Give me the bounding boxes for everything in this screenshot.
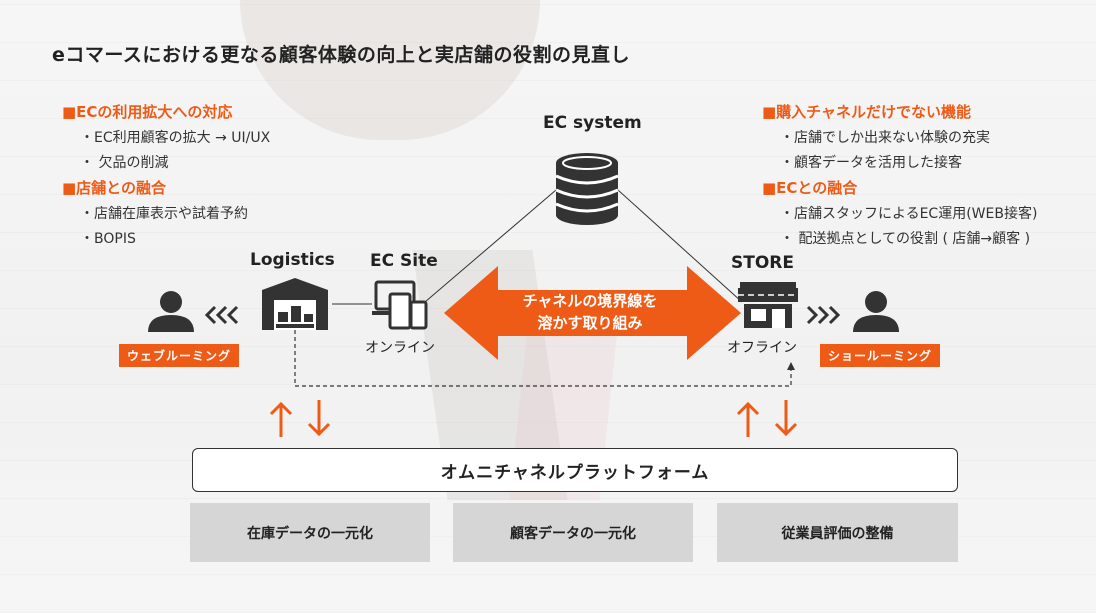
double-arrow-shape [444, 266, 741, 360]
person-icon [148, 291, 194, 332]
right-section1-heading: ■購入チャネルだけでない機能 [762, 103, 972, 121]
inventory-data-box: 在庫データの一元化 [190, 503, 430, 562]
database-icon [555, 153, 619, 225]
omnichannel-platform-label: オムニチャネルプラットフォーム [440, 462, 710, 483]
up-down-arrows-icon [736, 400, 798, 437]
logistics-label: Logistics [250, 250, 335, 270]
left-section1-item: ・EC利用顧客の拡大 → UI/UX [80, 130, 271, 146]
double-arrow-label: チャネルの境界線を 溶かす取り組み [490, 290, 690, 334]
connector-line-ec-site [424, 189, 557, 303]
webrooming-tag: ウェブルーミング [119, 344, 240, 367]
right-section2-item: ・ 配送拠点としての役割 ( 店舗→顧客 ) [780, 231, 1031, 247]
store-label: STORE [731, 253, 794, 273]
store-icon [738, 282, 798, 328]
devices-icon [372, 280, 428, 330]
right-section2-heading: ■ECとの融合 [762, 179, 858, 197]
dashed-route-line [294, 330, 792, 387]
right-section2-item: ・店舗スタッフによるEC運用(WEB接客) [780, 206, 1038, 222]
dashed-route-arrowhead [787, 362, 795, 370]
offline-label: オフライン [727, 340, 797, 356]
left-section2-heading: ■店舗との融合 [62, 179, 167, 197]
person-icon [853, 291, 899, 332]
right-section1-item: ・店舗でしか出来ない体験の充実 [780, 130, 990, 146]
page-title: eコマースにおける更なる顧客体験の向上と実店舗の役割の見直し [52, 44, 630, 66]
chevrons-right-icon [806, 305, 841, 325]
up-down-arrows-icon [269, 400, 331, 437]
left-section1-item: ・ 欠品の削減 [80, 155, 169, 171]
showrooming-tag: ショールーミング [820, 344, 941, 367]
double-arrow-label-line1: チャネルの境界線を [522, 292, 658, 310]
customer-data-box: 顧客データの一元化 [453, 503, 693, 562]
inventory-data-label: 在庫データの一元化 [247, 525, 373, 542]
ec-system-label: EC system [543, 113, 642, 133]
warehouse-icon [262, 278, 328, 330]
double-arrow-label-line2: 溶かす取り組み [537, 314, 643, 332]
connector-line-store [617, 189, 743, 303]
left-section2-item: ・BOPIS [80, 231, 136, 247]
ec-site-label: EC Site [370, 251, 438, 271]
customer-data-label: 顧客データの一元化 [510, 525, 636, 542]
left-section2-item: ・店舗在庫表示や試着予約 [80, 206, 248, 222]
right-section1-item: ・顧客データを活用した接客 [780, 155, 962, 171]
omnichannel-platform-box: オムニチャネルプラットフォーム [192, 448, 958, 492]
employee-evaluation-label: 従業員評価の整備 [781, 525, 894, 542]
chevrons-left-icon [204, 305, 239, 325]
online-label: オンライン [365, 340, 435, 356]
left-section1-heading: ■ECの利用拡大への対応 [62, 103, 233, 121]
employee-evaluation-box: 従業員評価の整備 [717, 503, 958, 562]
